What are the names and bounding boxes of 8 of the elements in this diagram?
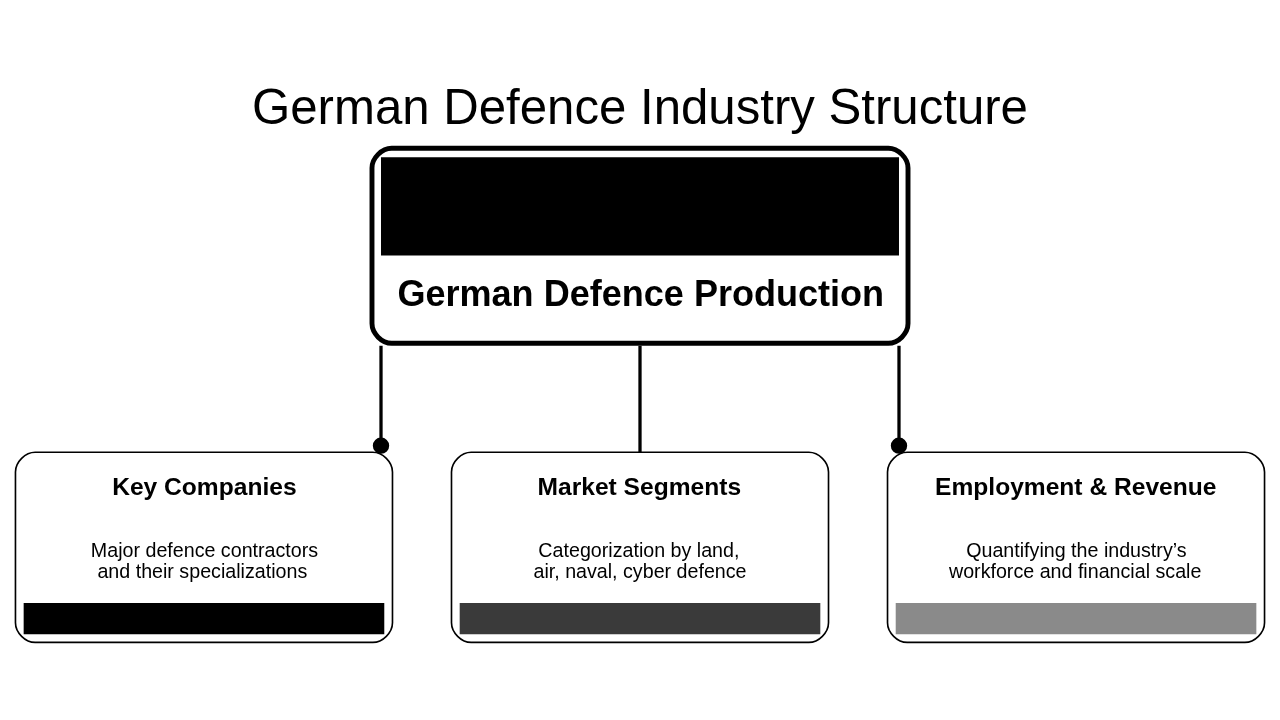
node-box: Key Companies Major defence contractors and their specializations xyxy=(14,451,394,643)
node-box: Market Segments Categorization by land, air, naval, cyber defence xyxy=(450,451,830,643)
node-box: Employment & Revenue Quantifying the industry’s workforce and financial scale xyxy=(886,451,1266,643)
diagram-title: German Defence Industry Structure xyxy=(252,78,1028,134)
node-box: German Defence Production xyxy=(369,145,911,346)
connector xyxy=(372,345,390,454)
connector xyxy=(638,345,642,452)
connector xyxy=(890,345,908,454)
